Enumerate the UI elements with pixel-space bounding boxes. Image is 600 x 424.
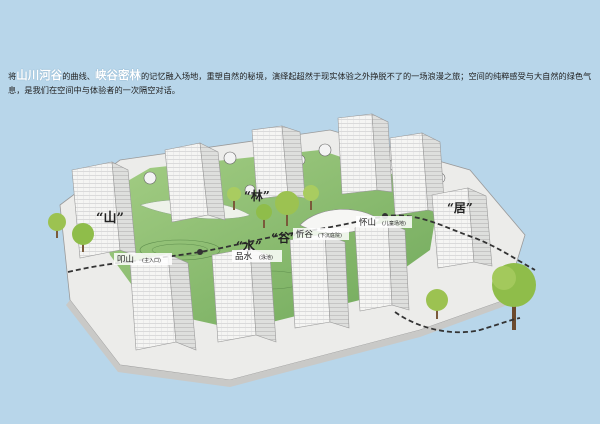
tree bbox=[275, 191, 299, 226]
tree bbox=[72, 223, 94, 252]
char-shui: “水” bbox=[236, 238, 262, 253]
tree bbox=[256, 204, 272, 228]
svg-text:忻谷: 忻谷 bbox=[296, 229, 314, 240]
green-trees bbox=[48, 185, 536, 330]
label-pinshui: 品水 (泳池) bbox=[232, 250, 282, 262]
highlight-mountains-rivers: 山川河谷 bbox=[16, 68, 63, 82]
highlight-canyon-forest: 峡谷密林 bbox=[94, 68, 141, 82]
char-shan: “山” bbox=[96, 210, 124, 226]
label-huaishan: 怀山 (儿童场地) bbox=[356, 216, 412, 228]
tree bbox=[426, 289, 448, 319]
label-xingu: 忻谷 (下沉庭院) bbox=[293, 228, 349, 240]
intro-text-3: 的记忆融入场地，重塑自然的秘境，演绎起超然于现实体验之外挣脱不了的一场浪漫之旅；… bbox=[8, 71, 592, 95]
label-koushan: 叩山 (主入口) bbox=[114, 253, 172, 265]
tower bbox=[211, 247, 277, 343]
tree bbox=[48, 213, 66, 238]
tree bbox=[492, 263, 536, 330]
char-lin: “林” bbox=[244, 188, 270, 203]
tower bbox=[431, 187, 493, 269]
tower bbox=[289, 233, 350, 329]
char-gu: “谷” bbox=[271, 230, 297, 245]
tree bbox=[303, 185, 319, 210]
intro-paragraph: 将山川河谷的曲线、峡谷密林的记忆融入场地，重塑自然的秘境，演绎起超然于现实体验之… bbox=[8, 68, 596, 97]
tower bbox=[129, 253, 197, 351]
tower bbox=[251, 125, 306, 200]
tree bbox=[227, 187, 241, 210]
intro-text-1: 将 bbox=[8, 71, 17, 81]
intro-text-2: 的曲线、 bbox=[62, 71, 95, 81]
svg-text:(儿童场地): (儿童场地) bbox=[382, 220, 406, 227]
char-ju: “居” bbox=[447, 201, 473, 215]
svg-text:(泳池): (泳池) bbox=[259, 254, 273, 261]
svg-text:(主入口): (主入口) bbox=[142, 257, 161, 264]
svg-text:怀山: 怀山 bbox=[359, 217, 376, 228]
route-node bbox=[197, 249, 203, 255]
residential-towers bbox=[71, 113, 493, 351]
tower bbox=[164, 142, 226, 223]
svg-text:品水: 品水 bbox=[235, 251, 253, 262]
tower bbox=[354, 221, 410, 312]
experience-route-lower bbox=[394, 311, 521, 334]
svg-text:叩山: 叩山 bbox=[117, 254, 134, 265]
svg-text:(下沉庭院): (下沉庭院) bbox=[318, 232, 342, 239]
tower bbox=[337, 113, 393, 195]
